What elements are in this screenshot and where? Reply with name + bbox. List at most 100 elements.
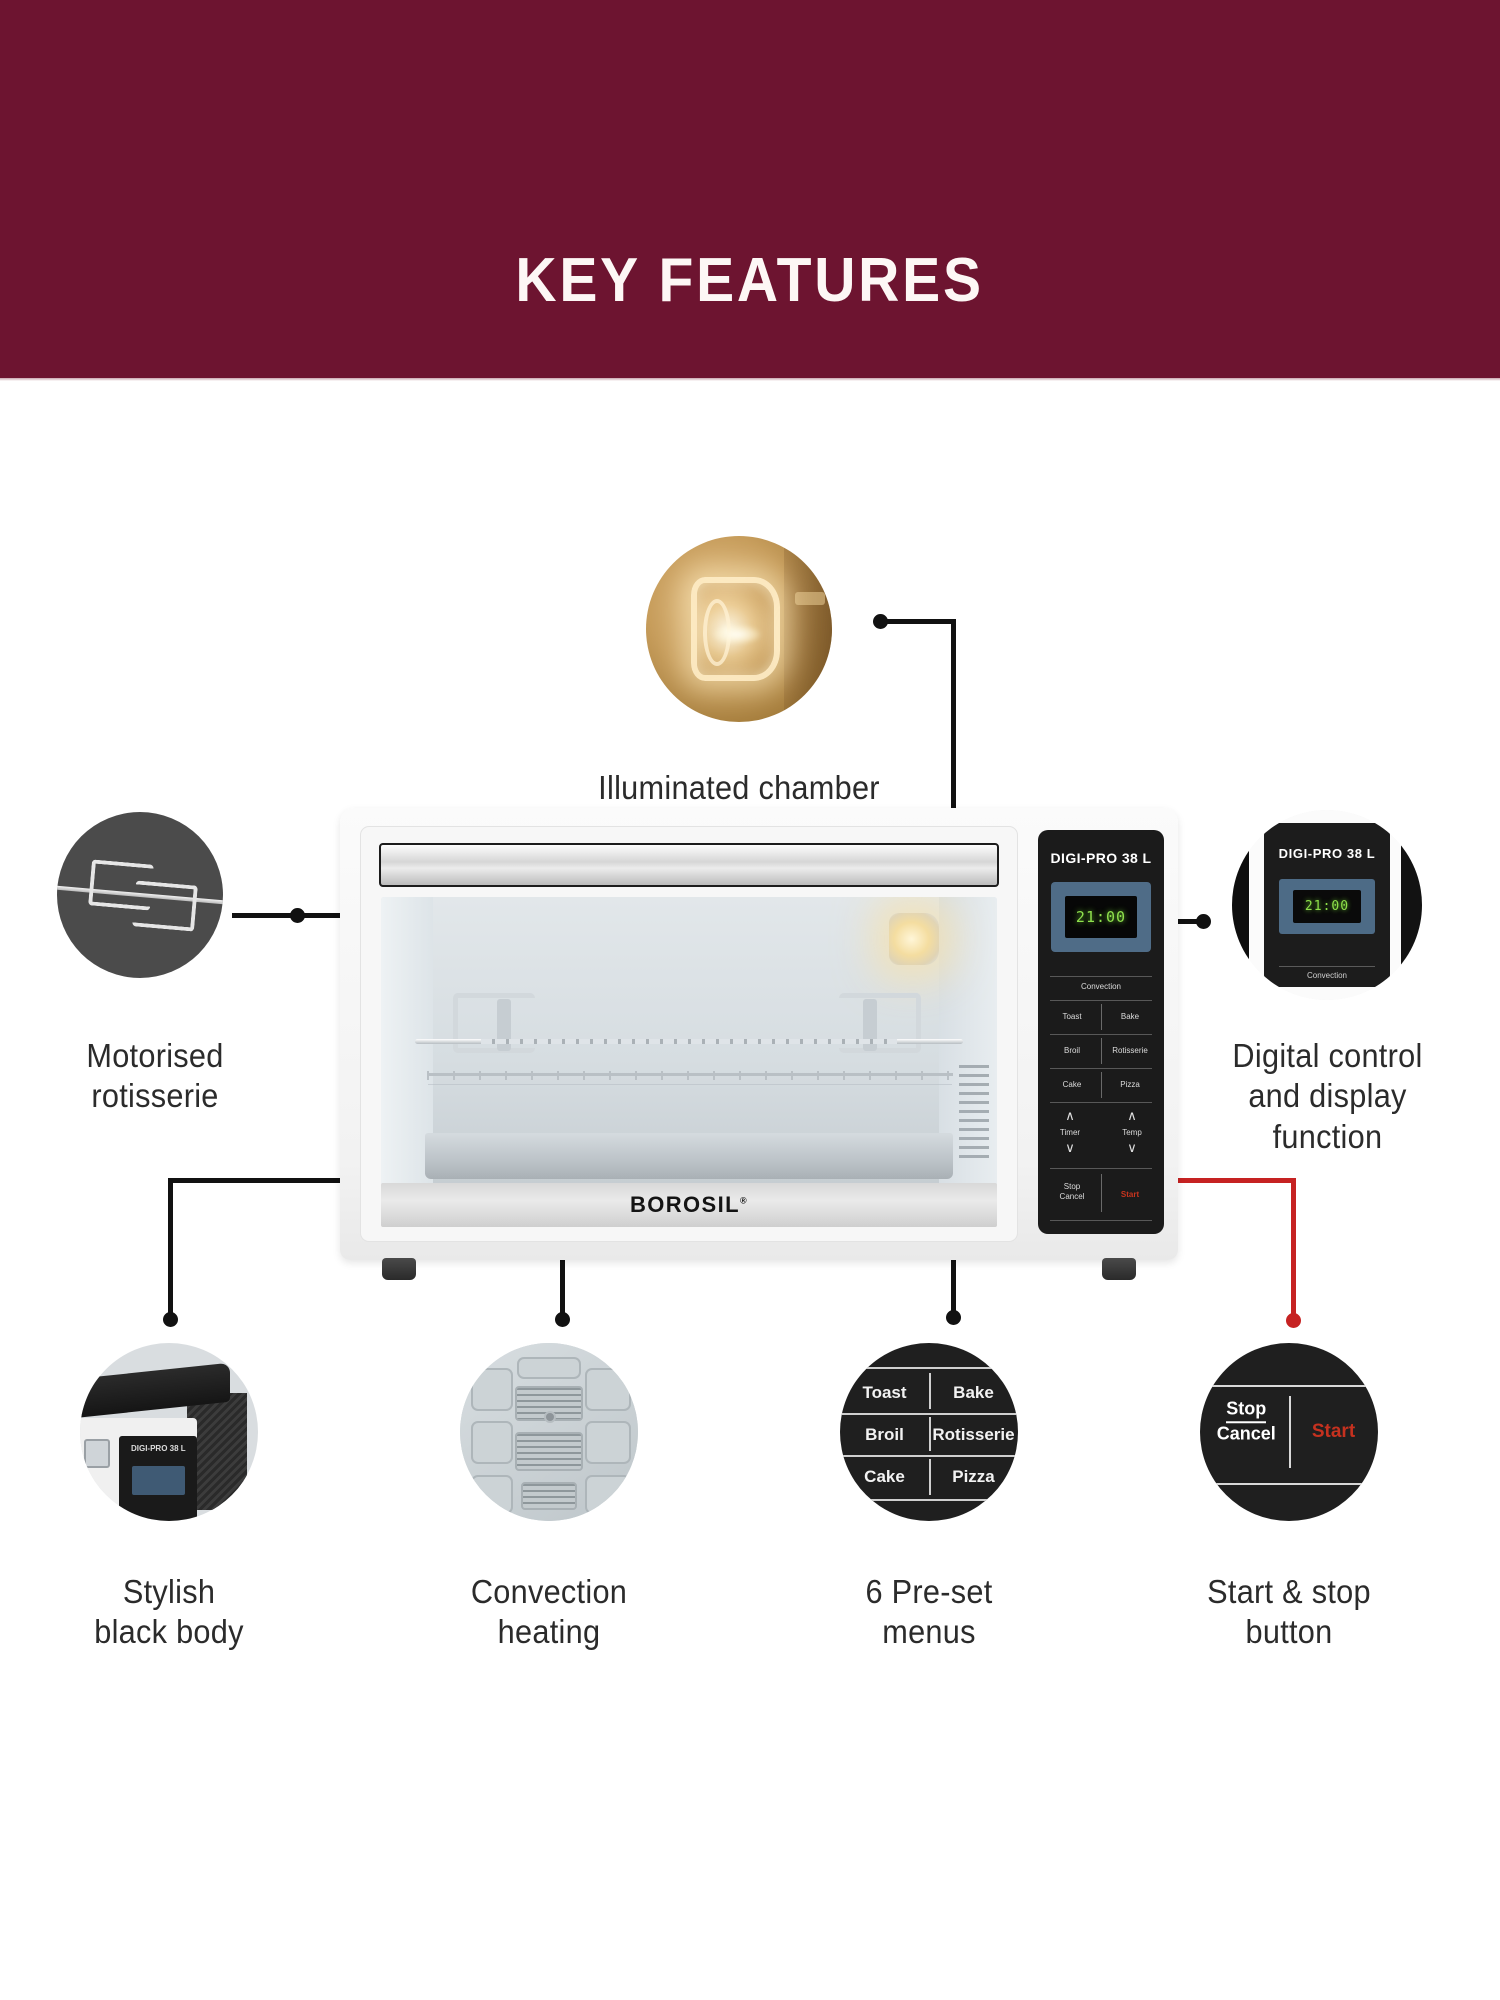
timer-down-arrow-icon[interactable]: ∨ (1065, 1140, 1075, 1155)
plate-rib-6 (584, 1474, 631, 1514)
panel-divider-6 (1050, 1168, 1152, 1169)
plate-rib-3 (470, 1474, 514, 1514)
convection-heating-label: Convection heating (470, 1573, 628, 1651)
stylish-black-body-photo: DIGI-PRO 38 L (80, 1343, 258, 1521)
startstop-vline (1289, 1396, 1291, 1468)
oven-body: BOROSIL® DIGI-PRO 38 L 21:00 Convection … (340, 808, 1178, 1260)
panel-button-pizza[interactable]: Pizza (1120, 1080, 1140, 1089)
convection-heating-photo (460, 1343, 638, 1521)
preset-rotisserie[interactable]: Rotisserie (932, 1424, 1015, 1444)
preset-vline-3 (929, 1459, 931, 1495)
oven-lcd-bezel: 21:00 (1051, 882, 1151, 952)
panel-divider-4 (1050, 1068, 1152, 1069)
rotisserie-fork-left-inner (453, 993, 535, 1053)
oven-lcd-screen: 21:00 (1065, 896, 1137, 938)
oven-product-image: BOROSIL® DIGI-PRO 38 L 21:00 Convection … (340, 808, 1178, 1288)
key-features-banner: KEY FEATURES (0, 0, 1500, 378)
temp-label: Temp (1122, 1128, 1142, 1137)
panel-button-bake[interactable]: Bake (1120, 1012, 1140, 1021)
timer-label: Timer (1059, 1128, 1081, 1137)
timer-up-arrow-icon[interactable]: ∧ (1065, 1108, 1075, 1123)
panel-divider-5 (1050, 1102, 1152, 1103)
convection-vent-middle (515, 1432, 583, 1472)
illuminated-chamber-label: Illuminated chamber (598, 769, 880, 806)
convection-vent-icon (515, 1385, 583, 1422)
cancel-text: Cancel (1059, 1192, 1085, 1201)
oven-door: BOROSIL® (360, 826, 1018, 1242)
panel-button-stop-cancel[interactable]: Stop Cancel (1048, 1182, 1096, 1202)
oven-foot-right (1102, 1258, 1136, 1280)
panel-button-toast[interactable]: Toast (1062, 1012, 1082, 1021)
digital-control-photo: DIGI-PRO 38 L 21:00 Convection (1232, 810, 1422, 1000)
oven-glass-window (381, 897, 997, 1193)
digital-zoom-right-edge (1401, 810, 1422, 1000)
digital-zoom-divider (1279, 966, 1375, 968)
oven-wire-rack (427, 1071, 953, 1080)
start-button[interactable]: Start (1311, 1421, 1356, 1442)
plate-rib-2 (470, 1421, 514, 1465)
connector-dot-startstop (1286, 1313, 1301, 1328)
panel-button-cake[interactable]: Cake (1062, 1080, 1082, 1089)
preset-toast[interactable]: Toast (862, 1382, 907, 1402)
stylish-body-model-label: DIGI-PRO 38 L (130, 1444, 186, 1454)
chamber-vent (959, 1065, 989, 1161)
connector-dot-convection (555, 1312, 570, 1327)
preset-menus-photo: Toast Bake Broil Rotisserie Cake Pizza (840, 1343, 1018, 1521)
stop-cancel-button[interactable]: Stop Cancel (1211, 1399, 1282, 1444)
connector-dot-presets (946, 1310, 961, 1325)
panel-divider-7 (1050, 1220, 1152, 1221)
panel-divider-3 (1050, 1034, 1152, 1035)
oven-door-handle (379, 843, 999, 887)
connector-illuminated-v1 (951, 619, 956, 935)
page-title: KEY FEATURES (515, 246, 985, 315)
oven-control-panel[interactable]: DIGI-PRO 38 L 21:00 Convection Toast Bak… (1038, 830, 1164, 1234)
panel-divider-2 (1050, 1000, 1152, 1001)
preset-row-3: Cake Pizza (840, 1447, 1018, 1506)
chamber-lamp-icon (889, 913, 939, 965)
panel-button-convection[interactable]: Convection (1080, 982, 1122, 991)
stop-text: Stop (1063, 1182, 1081, 1191)
rotisserie-fork-right-inner (839, 993, 921, 1053)
oven-foot-left (382, 1258, 416, 1280)
digital-zoom-lcd: 21:00 (1292, 889, 1362, 924)
temp-up-arrow-icon[interactable]: ∧ (1127, 1108, 1137, 1123)
rotisserie-disc-right (863, 999, 877, 1051)
panel-vsep-4 (1101, 1174, 1102, 1212)
panel-button-rotisserie[interactable]: Rotisserie (1112, 1046, 1148, 1055)
preset-bake[interactable]: Bake (953, 1382, 994, 1402)
preset-broil[interactable]: Broil (865, 1424, 904, 1444)
panel-vsep-3 (1101, 1072, 1102, 1098)
preset-line-mid2 (840, 1455, 1018, 1457)
preset-line-mid1 (840, 1413, 1018, 1415)
panel-button-start[interactable]: Start (1120, 1190, 1140, 1199)
startstop-line-bottom (1200, 1483, 1378, 1485)
fan-screw-icon (543, 1410, 556, 1423)
banner-bottom-edge (0, 378, 1500, 381)
preset-line-top (840, 1367, 1018, 1369)
rotisserie-spit-rod (415, 1039, 963, 1044)
oven-door-bottom-bar: BOROSIL® (381, 1183, 997, 1227)
preset-pizza[interactable]: Pizza (952, 1466, 995, 1486)
rotisserie-fork-right (132, 880, 199, 932)
digital-control-label: Digital control and display function (1232, 1037, 1423, 1155)
plate-rib-1 (470, 1367, 514, 1411)
rotisserie-disc-left (497, 999, 511, 1051)
digital-zoom-lcd-bezel: 21:00 (1279, 878, 1375, 935)
illuminated-chamber-photo (646, 536, 832, 722)
start-stop-photo: Stop Cancel Start (1200, 1343, 1378, 1521)
start-stop-label: Start & stop button (1207, 1573, 1371, 1651)
chamber-wall (783, 536, 832, 722)
motorised-rotisserie-label: Motorised rotisserie (86, 1037, 224, 1115)
borosil-logo: BOROSIL® (629, 1192, 749, 1217)
oven-display-value: 21:00 (1075, 908, 1127, 926)
panel-button-broil[interactable]: Broil (1063, 1046, 1080, 1055)
preset-vline-1 (929, 1373, 931, 1409)
digital-zoom-convection-label: Convection (1306, 971, 1347, 981)
chamber-shelf (794, 591, 825, 605)
plate-rib-top (516, 1357, 582, 1379)
preset-cake[interactable]: Cake (864, 1466, 905, 1486)
startstop-line-top (1200, 1385, 1378, 1387)
temp-down-arrow-icon[interactable]: ∨ (1127, 1140, 1137, 1155)
digital-zoom-left-edge (1232, 810, 1250, 1000)
convection-vent-bottom (520, 1481, 578, 1511)
